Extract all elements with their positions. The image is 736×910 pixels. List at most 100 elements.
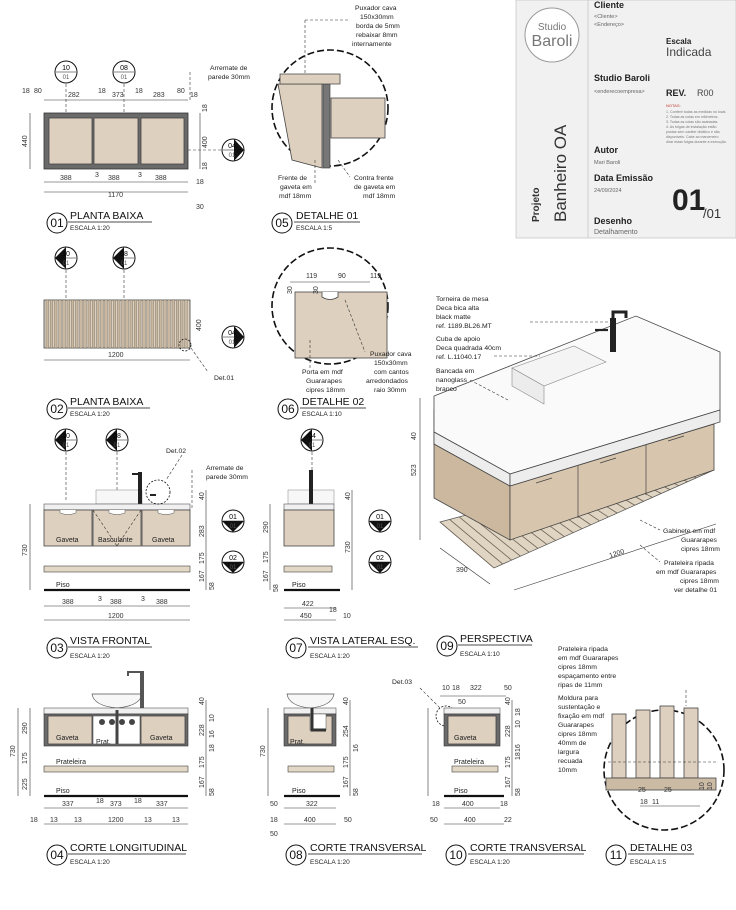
d03-note: 10mm [558, 767, 577, 774]
marker-number: 08 [120, 251, 128, 258]
puxador2-note-l1: Puxador cava [370, 351, 412, 358]
dim-label: 18 [190, 92, 198, 99]
dim-label: 730 [10, 745, 17, 757]
nota-item: postas sem caráter didático e são [666, 130, 720, 134]
view-scale: ESCALA 1:20 [70, 225, 110, 232]
rev-label: REV. [666, 88, 686, 98]
marker-number: 04 [308, 433, 316, 440]
dim-label: 18 [329, 607, 337, 614]
section-marker: 08 01 [112, 246, 136, 298]
dim-label: 175 [343, 756, 350, 768]
view-number: 04 [50, 848, 64, 862]
dim-label: 322 [470, 685, 482, 692]
dim-label: 119 [370, 273, 381, 280]
slat [113, 299, 116, 349]
dim-label: 290 [263, 521, 270, 533]
dim-label: 18 [96, 798, 104, 805]
dim-label: 228 [505, 725, 512, 737]
nota-item: 1. Conferir todas as medidas no local. [666, 110, 726, 114]
puxador-note-l5: internamente [352, 41, 392, 48]
dim-label: 40 [199, 492, 206, 500]
view-title: VISTA FRONTAL [70, 635, 150, 647]
dim-label: 18 [30, 817, 38, 824]
dim-label: 440 [22, 135, 29, 147]
cliente-label: Cliente [594, 0, 624, 10]
section-marker: 04 01 [300, 428, 324, 470]
view-number: 06 [281, 402, 295, 416]
gaveta-label: Gaveta [152, 537, 175, 544]
view-11-detalhe-03: Prateleira ripada em mdf Guararapes cipr… [558, 646, 725, 831]
dim-label: 283 [199, 525, 206, 537]
porta-note-l3: cipres 18mm [306, 387, 345, 394]
porta-note-l1: Porta em mdf [302, 369, 343, 376]
cuba-note-l2: Deca quadrada 40cm [436, 345, 501, 352]
slat [138, 299, 142, 349]
title-block: Studio Baroli Cliente <Cliente> <Endereç… [515, 0, 736, 239]
marker-sheet: 01 [230, 565, 237, 571]
dim-label: 13 [172, 817, 180, 824]
torneira-note-l2: Deca bica alta [436, 305, 479, 312]
desenho-value: Detalhamento [594, 229, 638, 236]
marker-number: 04 [228, 143, 236, 150]
cuba-note-l1: Cuba de apoio [436, 336, 480, 343]
marker-sheet: 01 [377, 565, 384, 571]
marker-sheet: 01 [377, 524, 384, 530]
dim-label: 450 [300, 613, 312, 620]
gaveta-label: Gaveta [56, 735, 79, 742]
slat [71, 299, 74, 349]
frente-note-l1: Frente de [278, 175, 307, 182]
slat [75, 299, 79, 349]
gabinete-note-l2: Guararapes [681, 537, 717, 544]
dim-label: 18 [202, 104, 209, 112]
marker-number: 01 [229, 514, 237, 521]
endereco-empresa: <enderecoempresa> [594, 89, 645, 95]
dim-label: 388 [110, 599, 122, 606]
dim-label: 13 [144, 817, 152, 824]
dim-label: 175 [22, 752, 29, 764]
prateleira-label: Prateleira [56, 759, 86, 766]
autor-label: Autor [594, 145, 618, 155]
slat [121, 299, 125, 349]
dim-label: 16 [209, 730, 216, 738]
dim-label: 523 [411, 464, 418, 476]
view-title: DETALHE 03 [630, 842, 692, 854]
dim-label: 10 [515, 720, 522, 728]
projeto-label: Projeto [531, 188, 542, 222]
dim-label: 18 [515, 752, 522, 760]
prat-rip-note-l3: cipres 18mm [680, 578, 719, 585]
dim-label: 18 [452, 685, 460, 692]
arremate-note-l1: Arremate de [206, 465, 244, 472]
dim-label: 373 [112, 92, 124, 99]
d03-note: fixação em mdf [558, 713, 604, 720]
dim-label: 167 [505, 776, 512, 788]
dim-label: 400 [462, 801, 474, 808]
dim-label: 11 [652, 799, 659, 806]
dim-label: 167 [199, 776, 206, 788]
view-05-detalhe-01: Puxador cava 150x30mm borda de 5mm rebai… [271, 5, 400, 200]
marker-sheet: 01 [309, 443, 316, 449]
sheet-total: /01 [703, 206, 721, 221]
d03-note: em mdf Guararapes [558, 655, 619, 662]
nota-item: 2. Todas as cotas em milímetros. [666, 115, 718, 119]
porta-note-l2: Guararapes [306, 378, 342, 385]
escala-label: Escala [666, 37, 692, 46]
d03-note: largura [558, 749, 579, 756]
projeto-value: Banheiro OA [551, 124, 570, 222]
slat [142, 299, 146, 349]
notas-list: 1. Conferir todas as medidas no local. 2… [666, 110, 727, 144]
view-scale: ESCALA 1:20 [70, 411, 110, 418]
det01-label: Det.01 [214, 375, 234, 382]
dim-label: 10 [209, 714, 216, 722]
det03-label: Det.03 [392, 679, 412, 686]
view-title: VISTA LATERAL ESQ. [310, 635, 415, 647]
marker-sheet: 01 [63, 443, 70, 449]
dim-label: 50 [430, 817, 438, 824]
marker-sheet: 01 [121, 75, 128, 81]
dim-label: 3 [138, 172, 142, 179]
view-scale: ESCALA 1:20 [70, 653, 110, 660]
slat [129, 299, 133, 349]
prat-rip-note-l2: em mdf Guararapes [656, 569, 717, 576]
view-number: 09 [440, 639, 454, 653]
slat [163, 299, 167, 349]
